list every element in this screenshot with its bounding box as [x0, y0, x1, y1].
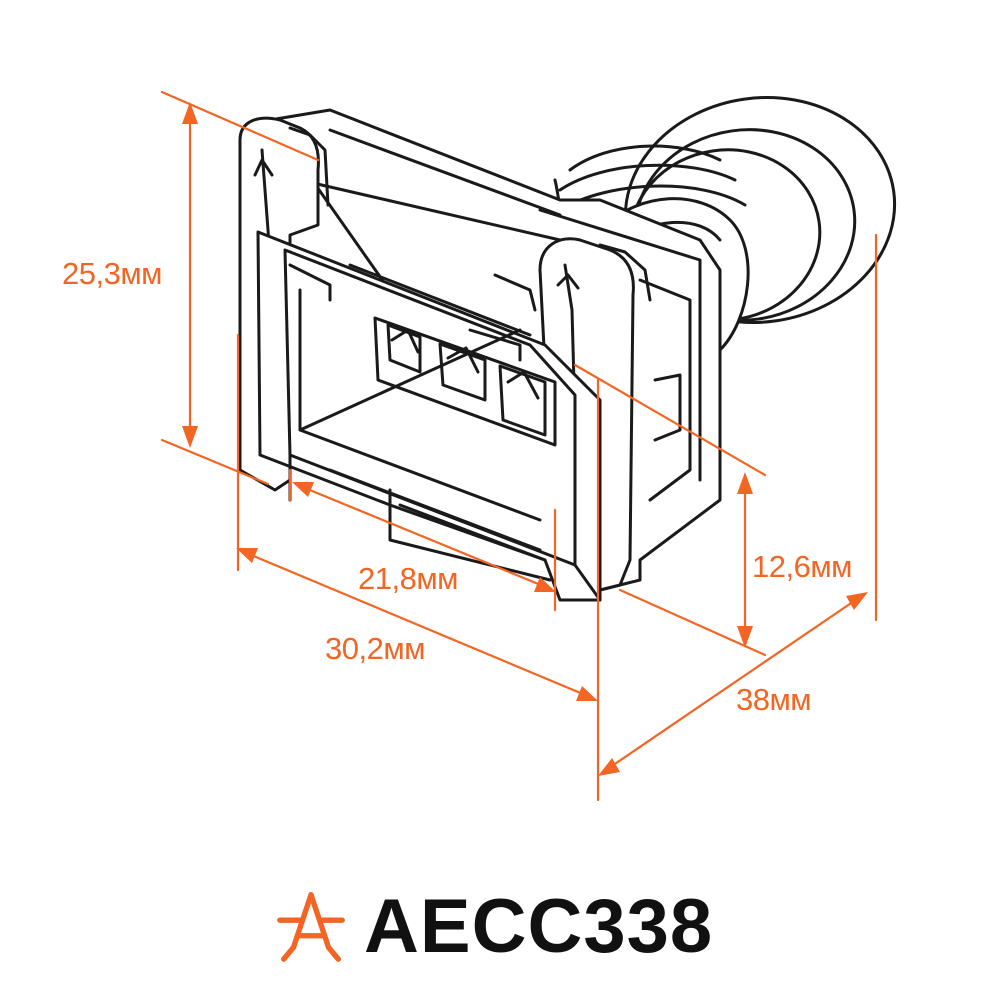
- height-dimension-label: 25,3мм: [62, 256, 162, 291]
- front-frame-icon: [256, 230, 602, 602]
- height-ext-bottom: [160, 438, 270, 486]
- arrow-left-icon: [292, 482, 314, 497]
- arrow-down-icon: [737, 626, 753, 648]
- total-depth-dimension-label: 38мм: [736, 682, 812, 717]
- star-a-logo-icon: [277, 892, 345, 962]
- height-ext-top: [160, 90, 320, 162]
- product-code: AECC338: [364, 883, 714, 969]
- front-depth-ext-bottom: [618, 588, 767, 657]
- arrow-left-icon: [236, 548, 258, 563]
- front-depth-dimension-label: 12,6мм: [752, 549, 852, 584]
- arrow-up-icon: [182, 102, 198, 124]
- outer-width-dimension-label: 30,2мм: [325, 631, 425, 666]
- arrow-up-icon: [737, 472, 753, 494]
- front-depth-ext-top: [573, 363, 767, 477]
- arrow-right-icon: [846, 592, 868, 610]
- inner-width-dim-line: [298, 484, 550, 590]
- brand-block: AECC338: [272, 884, 713, 969]
- inner-width-dimension-label: 21,8мм: [358, 561, 458, 596]
- terminal-cavities-icon: [373, 316, 557, 447]
- arrow-right-icon: [534, 577, 556, 592]
- arrow-left-icon: [598, 758, 620, 776]
- total-depth-dim-line: [604, 595, 862, 772]
- outer-width-dim-line: [242, 550, 592, 699]
- housing-interior-icon: [288, 263, 542, 522]
- arrow-down-icon: [182, 426, 198, 448]
- arrow-right-icon: [576, 686, 598, 701]
